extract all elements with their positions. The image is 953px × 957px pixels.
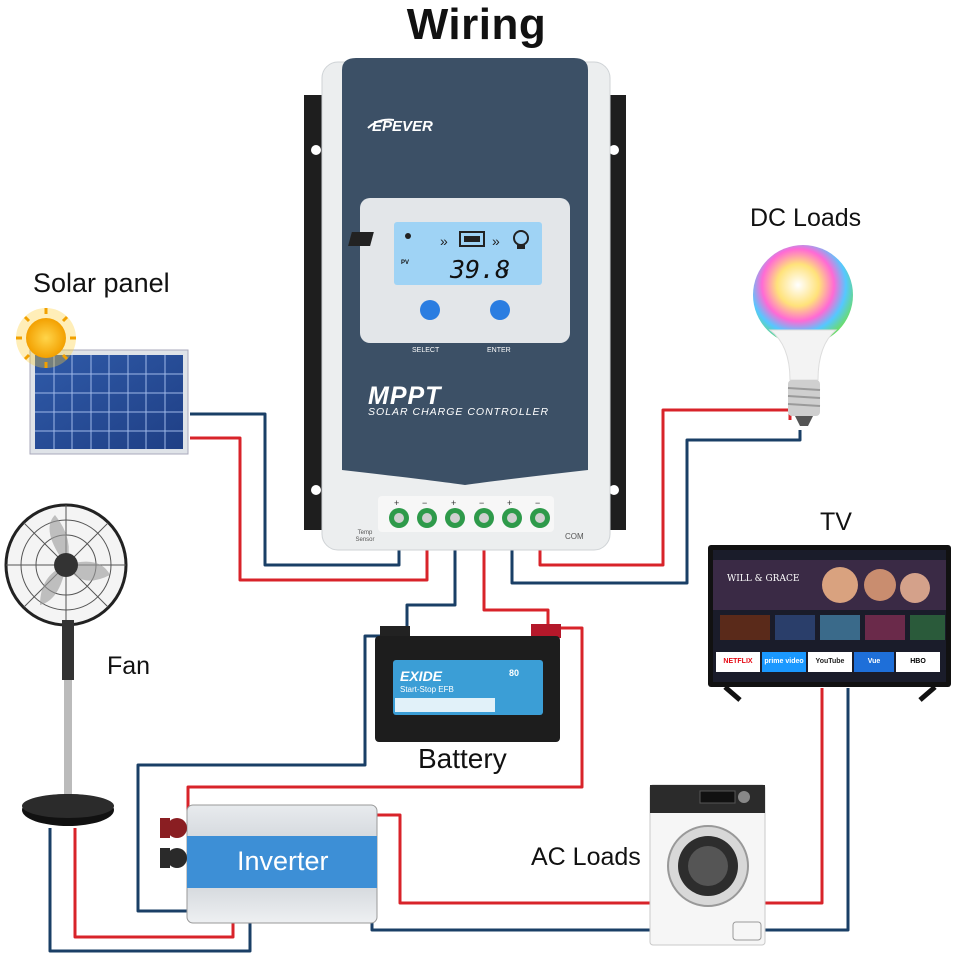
battery-series: Start-Stop EFB bbox=[400, 685, 454, 694]
terminal-block bbox=[389, 508, 550, 528]
svg-text:+: + bbox=[451, 498, 456, 508]
lcd-voltage: 39.8 bbox=[450, 255, 511, 284]
battery-capacity: 80 bbox=[509, 668, 520, 678]
tv-positive-wire bbox=[765, 688, 824, 905]
tv-image bbox=[708, 545, 951, 702]
tv-negative-wire bbox=[765, 688, 850, 932]
svg-text:−: − bbox=[535, 498, 540, 508]
tv-label: TV bbox=[820, 508, 852, 536]
tv-app-hbo: HBO bbox=[896, 652, 940, 672]
fan-positive-wire bbox=[73, 828, 235, 939]
lcd-panel-icon bbox=[348, 232, 411, 246]
led-bulb-image bbox=[753, 245, 853, 426]
inverter-positive-feed bbox=[186, 626, 584, 823]
washer-positive-wire bbox=[372, 813, 650, 905]
svg-text:»: » bbox=[440, 233, 448, 249]
svg-text:+: + bbox=[394, 498, 399, 508]
controller-subtitle: SOLAR CHARGE CONTROLLER bbox=[368, 406, 550, 418]
fan-negative-wire bbox=[48, 828, 252, 953]
tv-show-title: WILL & GRACE bbox=[727, 574, 800, 584]
enter-button-shape bbox=[490, 300, 510, 320]
battery-label: Battery bbox=[418, 743, 507, 774]
tv-app-vue: Vue bbox=[854, 652, 894, 672]
inverter-negative-terminal bbox=[167, 848, 187, 868]
battery-brand: EXIDE bbox=[400, 668, 443, 684]
select-button-label: SELECT bbox=[412, 347, 440, 354]
washer-negative-wire bbox=[370, 905, 650, 932]
tv-app-prime: prime video bbox=[762, 652, 806, 672]
tv-app-netflix: NETFLIX bbox=[716, 652, 760, 672]
svg-text:−: − bbox=[422, 498, 427, 508]
charge-controller: » » + − + − + − bbox=[304, 58, 626, 551]
ac-loads-label: AC Loads bbox=[531, 843, 641, 871]
battery-negative-wire bbox=[405, 520, 457, 630]
fan-label: Fan bbox=[107, 652, 151, 680]
solar-panel-image bbox=[29, 349, 189, 455]
inverter-image bbox=[160, 804, 378, 924]
dc-negative-wire bbox=[510, 430, 802, 585]
enter-button-label: ENTER bbox=[487, 347, 511, 354]
lcd-battery-icon bbox=[459, 231, 485, 247]
solar-positive-wire bbox=[190, 436, 429, 582]
svg-text:−: − bbox=[479, 498, 484, 508]
com-port-label: COM bbox=[565, 532, 584, 541]
solar-panel-label: Solar panel bbox=[33, 268, 170, 298]
svg-text:+: + bbox=[507, 498, 512, 508]
battery-image bbox=[375, 624, 561, 742]
battery-positive-wire bbox=[482, 520, 550, 630]
inverter-label: Inverter bbox=[237, 846, 329, 876]
inverter-negative-feed bbox=[136, 634, 392, 913]
inverter-positive-terminal bbox=[167, 818, 187, 838]
page-title: Wiring bbox=[406, 0, 547, 49]
fan-image bbox=[4, 503, 128, 826]
svg-text:»: » bbox=[492, 233, 500, 249]
lcd-unit: v bbox=[503, 266, 509, 278]
washing-machine-image bbox=[649, 784, 766, 946]
temp-sensor-label: Temp Sensor bbox=[355, 530, 375, 543]
controller-model: MPPT bbox=[368, 382, 442, 410]
dc-loads-label: DC Loads bbox=[750, 204, 862, 232]
sun-icon bbox=[16, 308, 76, 368]
tv-app-youtube: YouTube bbox=[808, 652, 852, 672]
lcd-mode: PV bbox=[401, 260, 410, 266]
select-button-shape bbox=[420, 300, 440, 320]
controller-brand: EPEVER bbox=[372, 118, 433, 135]
lcd-bulb-icon bbox=[513, 230, 529, 249]
